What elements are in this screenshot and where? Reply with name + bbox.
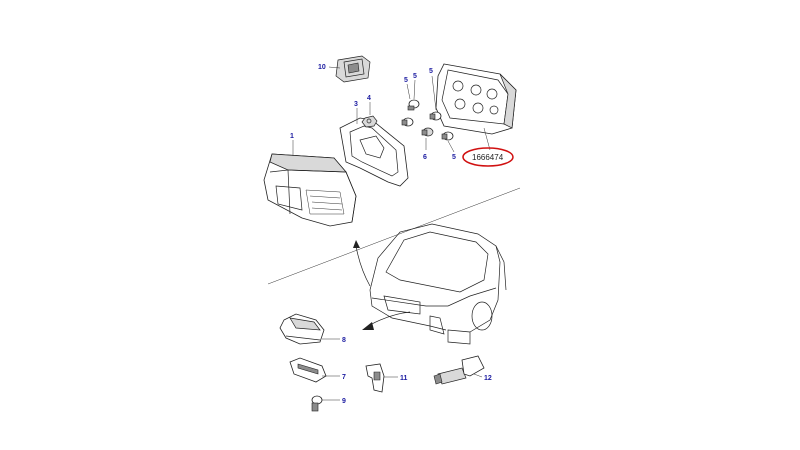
arrow-up-head [353,240,360,248]
part-5-bulb-b[interactable] [401,117,414,127]
part-7-lamp-base[interactable] [289,357,327,383]
callout-8: 8 [342,337,346,344]
part-1-tail-lamp[interactable] [263,153,357,227]
callout-7: 7 [342,374,346,381]
part-6-socket[interactable] [421,127,434,137]
callout-11: 11 [400,375,408,382]
section-divider [267,187,521,285]
part-5-bulb-d[interactable] [441,131,454,141]
callout-10: 10 [318,64,326,71]
callout-5d: 5 [452,154,456,161]
callout-4: 4 [367,95,371,102]
part-12-switch[interactable] [433,355,485,385]
callout-9: 9 [342,398,346,405]
part-number-highlight-ring [462,147,514,167]
part-8-plate-lamp[interactable] [279,313,325,345]
callout-5a: 5 [404,77,408,84]
arrow-plate-head [362,322,374,330]
callout-5c: 5 [429,68,433,75]
part-4-nut[interactable] [361,115,378,128]
part-9-bulb[interactable] [311,395,323,412]
callout-12: 12 [484,375,492,382]
arrow-to-plate-lamp [367,311,411,327]
callout-6: 6 [423,154,427,161]
callout-3: 3 [354,101,358,108]
part-5-bulb-a[interactable] [407,99,420,111]
part-3-gasket[interactable] [339,117,409,187]
part-5-bulb-c[interactable] [429,111,442,121]
lamp-holder-board[interactable] [435,63,517,135]
car-rear-illustration [369,223,507,345]
callout-5b: 5 [413,73,417,80]
callout-1: 1 [290,133,294,140]
part-10-connector[interactable] [335,55,371,83]
part-11-clip[interactable] [365,363,385,393]
arrow-up-to-lamp [355,245,371,287]
part-number-label[interactable]: 1666474 [472,153,504,162]
